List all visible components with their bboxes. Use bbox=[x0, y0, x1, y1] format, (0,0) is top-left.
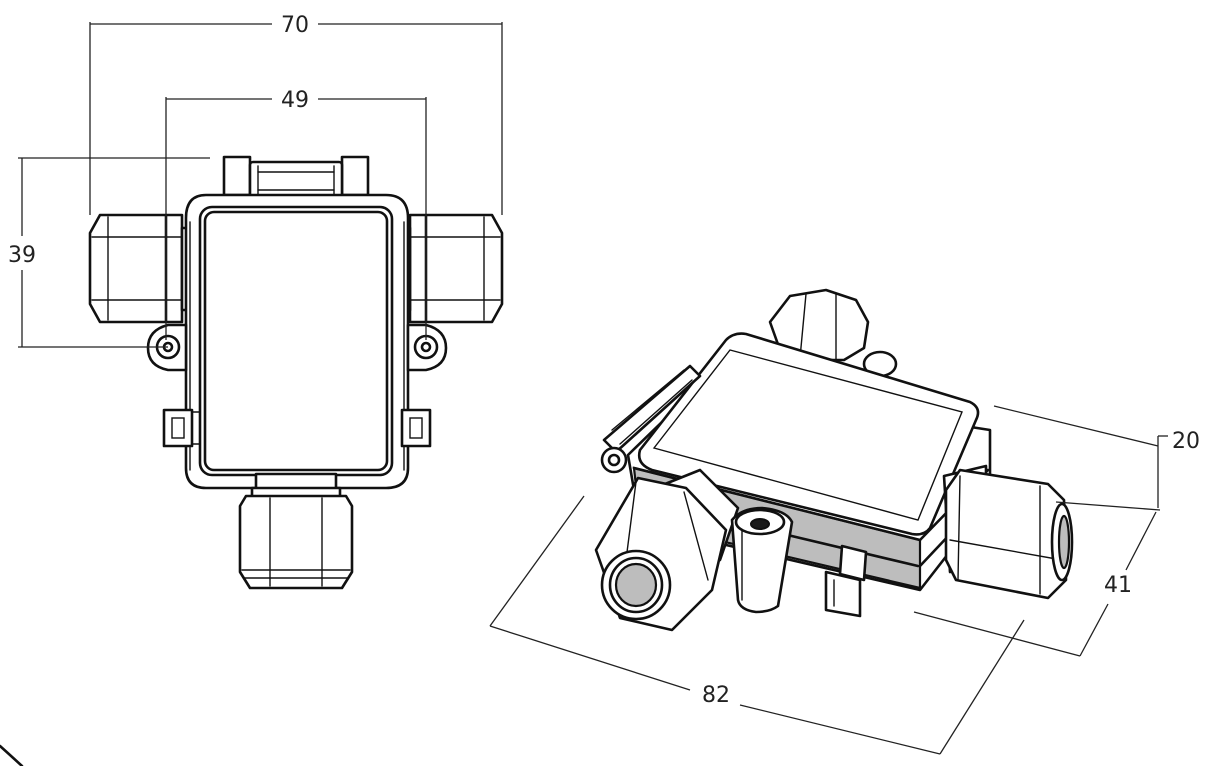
dimension-82-label: 82 bbox=[702, 683, 730, 708]
iso-hinge bbox=[600, 364, 702, 474]
top-hinge bbox=[222, 155, 370, 200]
iso-vent bbox=[730, 506, 794, 614]
dimension-20-label: 20 bbox=[1172, 429, 1200, 454]
side-clip-left bbox=[162, 408, 201, 448]
dimension-49-label: 49 bbox=[281, 88, 309, 113]
dimension-41: 41 bbox=[913, 501, 1161, 657]
mounting-ear-right bbox=[406, 323, 448, 372]
dimension-82: 82 bbox=[489, 495, 1025, 755]
isometric-view: 82 41 20 bbox=[489, 288, 1200, 755]
right-cable-gland bbox=[398, 213, 504, 324]
iso-back-gland bbox=[768, 288, 898, 378]
scan-corner-artifact bbox=[0, 744, 24, 766]
iso-lid bbox=[637, 332, 980, 536]
dimension-70-label: 70 bbox=[281, 13, 309, 38]
side-clip-right bbox=[400, 408, 432, 448]
left-cable-gland bbox=[88, 213, 194, 324]
front-view: 70 49 39 bbox=[8, 13, 504, 590]
dimension-20: 20 bbox=[993, 405, 1200, 508]
dimension-41-label: 41 bbox=[1104, 573, 1132, 598]
iso-front-left-gland bbox=[594, 468, 740, 632]
dimension-70: 70 bbox=[89, 13, 503, 215]
dimension-39: 39 bbox=[8, 157, 210, 348]
dimension-49: 49 bbox=[165, 88, 427, 340]
housing bbox=[184, 193, 410, 490]
bottom-cable-gland bbox=[238, 472, 354, 590]
iso-front-clip bbox=[824, 544, 868, 618]
dimension-39-label: 39 bbox=[8, 243, 36, 268]
iso-right-gland bbox=[942, 464, 1074, 600]
